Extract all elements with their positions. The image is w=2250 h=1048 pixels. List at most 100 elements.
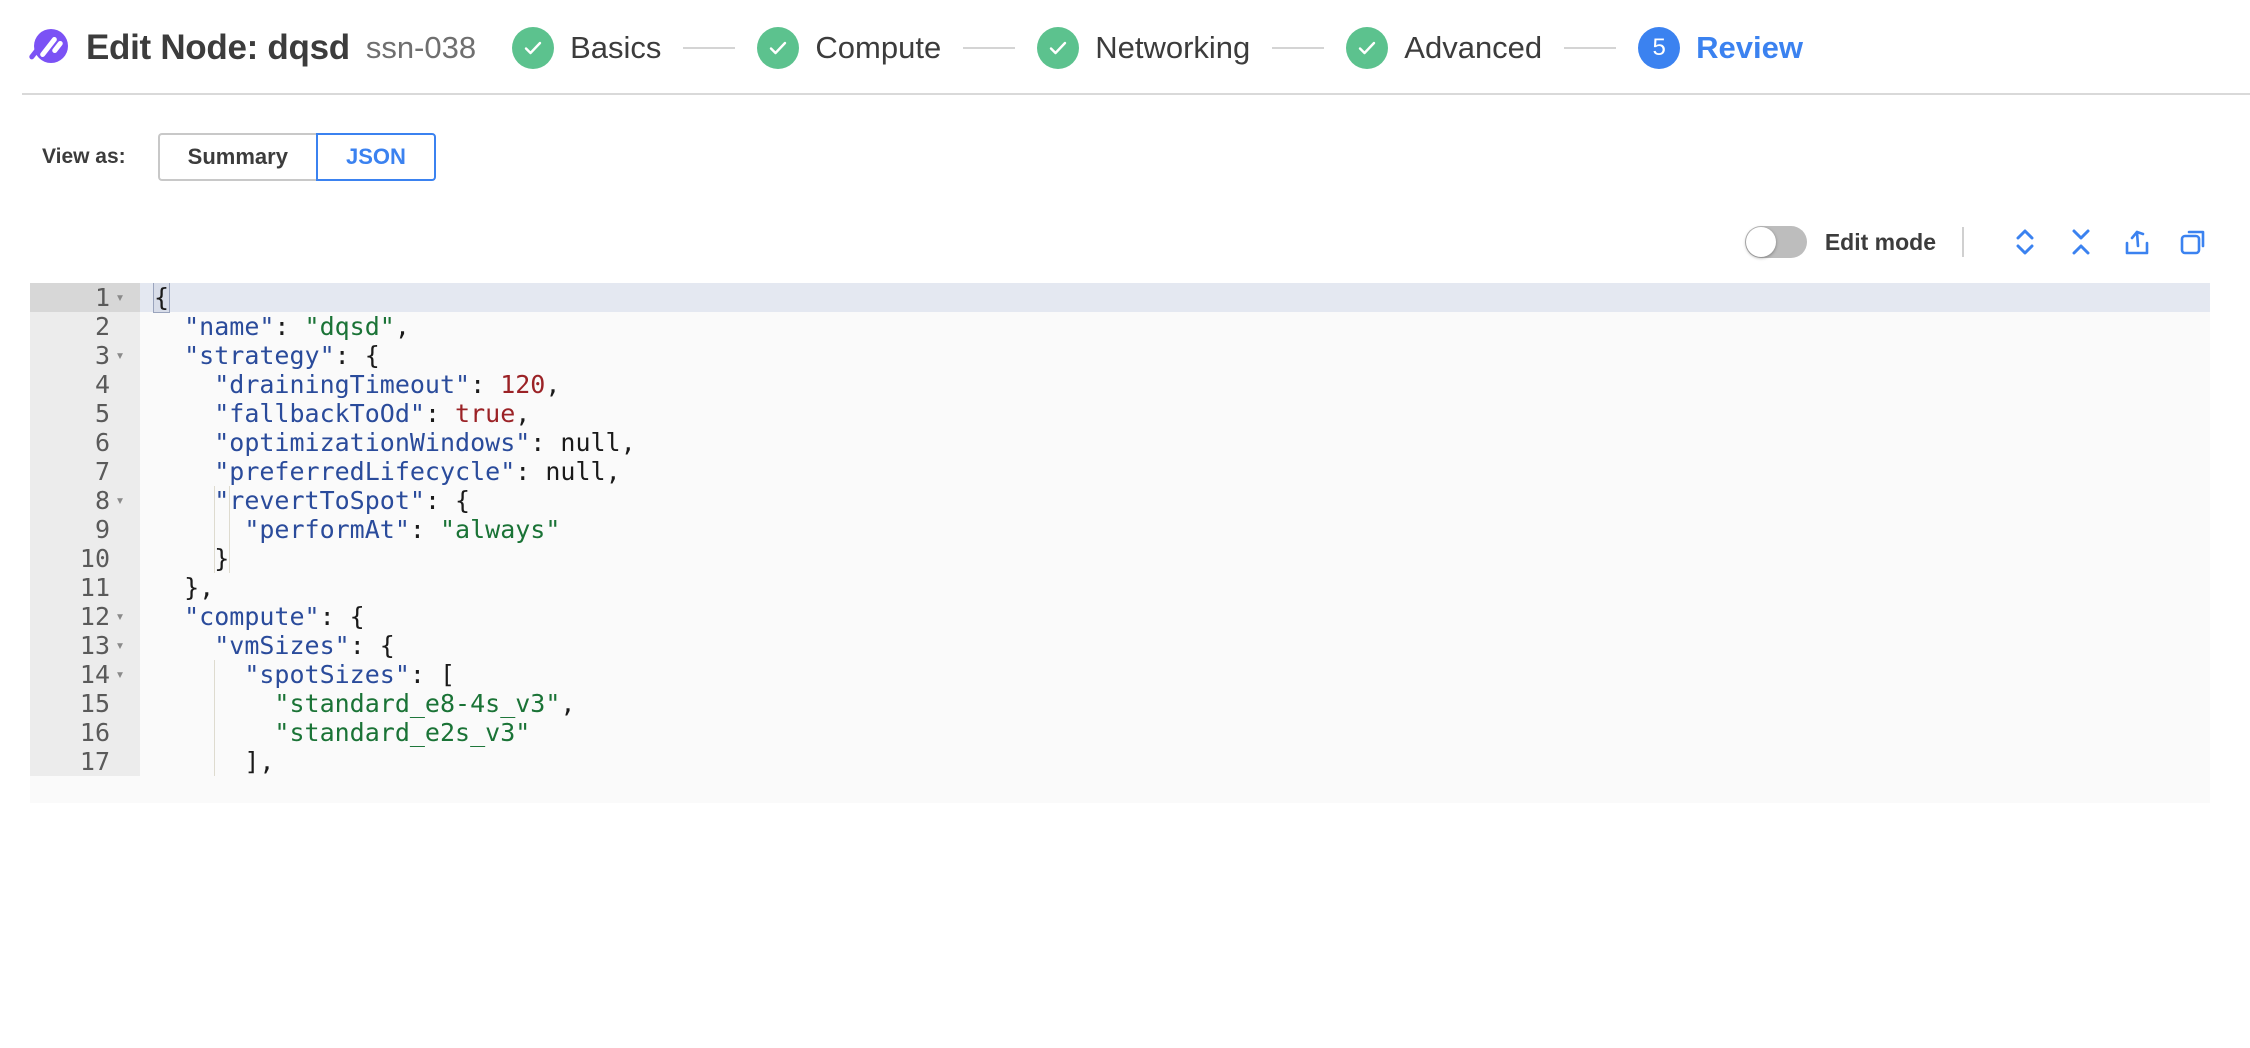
collapse-all-icon[interactable] bbox=[2060, 221, 2102, 263]
token-key: "preferredLifecycle" bbox=[214, 457, 516, 486]
token-null: null bbox=[545, 457, 606, 486]
fold-arrow-icon[interactable]: ▾ bbox=[115, 491, 125, 509]
token-punc: : bbox=[515, 457, 546, 486]
line-number-gutter: 10▾ bbox=[30, 544, 140, 573]
token-num: 120 bbox=[500, 370, 546, 399]
fold-arrow-icon[interactable]: ▾ bbox=[115, 636, 125, 654]
toolbar-divider bbox=[1962, 227, 1964, 257]
step-basics[interactable]: Basics bbox=[512, 26, 662, 69]
line-number-gutter: 12 ▾ bbox=[30, 602, 140, 631]
code-line[interactable]: 8▾ "revertToSpot": { bbox=[30, 486, 2210, 515]
check-icon bbox=[1037, 26, 1080, 69]
toggle-knob bbox=[1745, 227, 1776, 257]
line-number-gutter: 14▾ bbox=[30, 660, 140, 689]
code-line[interactable]: 3▾ "strategy": { bbox=[30, 341, 2210, 370]
code-text: "strategy": { bbox=[140, 341, 2210, 370]
line-number: 12 bbox=[79, 602, 110, 631]
step-review[interactable]: 5 Review bbox=[1638, 26, 1804, 69]
token-punc: : { bbox=[319, 602, 365, 631]
line-number-gutter: 11▾ bbox=[30, 573, 140, 602]
indent-guide bbox=[229, 486, 230, 573]
line-number-gutter: 4▾ bbox=[30, 370, 140, 399]
line-number-gutter: 7▾ bbox=[30, 457, 140, 486]
token-punc: : bbox=[409, 515, 440, 544]
fold-arrow-icon[interactable]: ▾ bbox=[115, 346, 125, 364]
token-bool: true bbox=[455, 399, 516, 428]
copy-icon[interactable] bbox=[2172, 221, 2214, 263]
line-number-gutter: 16▾ bbox=[30, 718, 140, 747]
code-line[interactable]: 15▾ "standard_e8-4s_v3", bbox=[30, 689, 2210, 718]
token-punc: , bbox=[605, 457, 621, 486]
code-line[interactable]: 17▾ ], bbox=[30, 747, 2210, 776]
editor-toolbar: Edit mode bbox=[0, 181, 2250, 263]
line-number: 1 bbox=[94, 283, 110, 312]
code-text: "performAt": "always" bbox=[140, 515, 2210, 544]
code-line[interactable]: 7▾ "preferredLifecycle": null, bbox=[30, 457, 2210, 486]
code-text: "preferredLifecycle": null, bbox=[140, 457, 2210, 486]
step-label-review: Review bbox=[1696, 29, 1804, 65]
token-key: "compute" bbox=[184, 602, 320, 631]
code-text: "standard_e8-4s_v3", bbox=[140, 689, 2210, 718]
fold-arrow-icon[interactable]: ▾ bbox=[115, 607, 125, 625]
step-networking[interactable]: Networking bbox=[1037, 26, 1250, 69]
edit-mode-toggle[interactable] bbox=[1744, 226, 1807, 258]
code-line[interactable]: 14▾ "spotSizes": [ bbox=[30, 660, 2210, 689]
code-line[interactable]: 5▾ "fallbackToOd": true, bbox=[30, 399, 2210, 428]
token-str: "standard_e8-4s_v3" bbox=[274, 689, 561, 718]
line-number: 10 bbox=[79, 544, 110, 573]
step-connector bbox=[1564, 46, 1617, 49]
step-number-badge: 5 bbox=[1638, 26, 1681, 69]
check-icon bbox=[757, 26, 800, 69]
code-text: { bbox=[140, 283, 2210, 313]
json-code-editor[interactable]: 1 ▾ {2▾ "name": "dqsd",3▾ "strategy": {4▾ … bbox=[30, 283, 2210, 803]
page-header: Edit Node: dqsd ssn-038 Basics Compute N… bbox=[0, 0, 2250, 95]
check-icon bbox=[512, 26, 555, 69]
token-punc: ], bbox=[244, 747, 275, 776]
token-key: "optimizationWindows" bbox=[214, 428, 531, 457]
view-as-json-button[interactable]: JSON bbox=[315, 133, 436, 181]
token-punc: : { bbox=[334, 341, 380, 370]
code-line[interactable]: 4▾ "drainingTimeout": 120, bbox=[30, 370, 2210, 399]
code-line[interactable]: 10▾ } bbox=[30, 544, 2210, 573]
token-key: "vmSizes" bbox=[214, 631, 350, 660]
step-advanced[interactable]: Advanced bbox=[1346, 26, 1542, 69]
line-number: 4 bbox=[94, 370, 110, 399]
line-number: 11 bbox=[79, 573, 110, 602]
code-text: } bbox=[140, 544, 2210, 573]
token-punc: , bbox=[545, 370, 561, 399]
line-number: 9 bbox=[94, 515, 110, 544]
code-body[interactable]: 1 ▾ {2▾ "name": "dqsd",3▾ "strategy": {4▾ … bbox=[30, 283, 2210, 776]
code-line[interactable]: 16▾ "standard_e2s_v3" bbox=[30, 718, 2210, 747]
view-as-summary-button[interactable]: Summary bbox=[157, 133, 316, 181]
code-text: "spotSizes": [ bbox=[140, 660, 2210, 689]
export-icon[interactable] bbox=[2116, 221, 2158, 263]
page-title: Edit Node: dqsd bbox=[86, 27, 350, 67]
line-number-gutter: 15▾ bbox=[30, 689, 140, 718]
code-line[interactable]: 13▾ "vmSizes": { bbox=[30, 631, 2210, 660]
code-text: "fallbackToOd": true, bbox=[140, 399, 2210, 428]
step-label-basics: Basics bbox=[570, 29, 662, 65]
token-key: "spotSizes" bbox=[244, 660, 410, 689]
code-line[interactable]: 6▾ "optimizationWindows": null, bbox=[30, 428, 2210, 457]
step-compute[interactable]: Compute bbox=[757, 26, 941, 69]
token-punc: , bbox=[620, 428, 636, 457]
line-number: 5 bbox=[94, 399, 110, 428]
token-key: "strategy" bbox=[184, 341, 335, 370]
code-line[interactable]: 12 ▾ "compute": { bbox=[30, 602, 2210, 631]
token-str: "dqsd" bbox=[304, 312, 395, 341]
code-line[interactable]: 9▾ "performAt": "always" bbox=[30, 515, 2210, 544]
code-line[interactable]: 11▾ }, bbox=[30, 573, 2210, 602]
line-number-gutter: 17▾ bbox=[30, 747, 140, 776]
code-line[interactable]: 2▾ "name": "dqsd", bbox=[30, 312, 2210, 341]
fold-arrow-icon[interactable]: ▾ bbox=[115, 665, 125, 683]
line-number: 6 bbox=[94, 428, 110, 457]
code-text: "optimizationWindows": null, bbox=[140, 428, 2210, 457]
expand-all-icon[interactable] bbox=[2004, 221, 2046, 263]
code-text: "standard_e2s_v3" bbox=[140, 718, 2210, 747]
token-str: "standard_e2s_v3" bbox=[274, 718, 531, 747]
header-divider bbox=[22, 93, 2250, 95]
code-line[interactable]: 1 ▾ { bbox=[30, 283, 2210, 313]
step-number: 5 bbox=[1652, 33, 1666, 61]
fold-arrow-icon[interactable]: ▾ bbox=[115, 288, 125, 306]
indent-guide bbox=[214, 486, 215, 573]
